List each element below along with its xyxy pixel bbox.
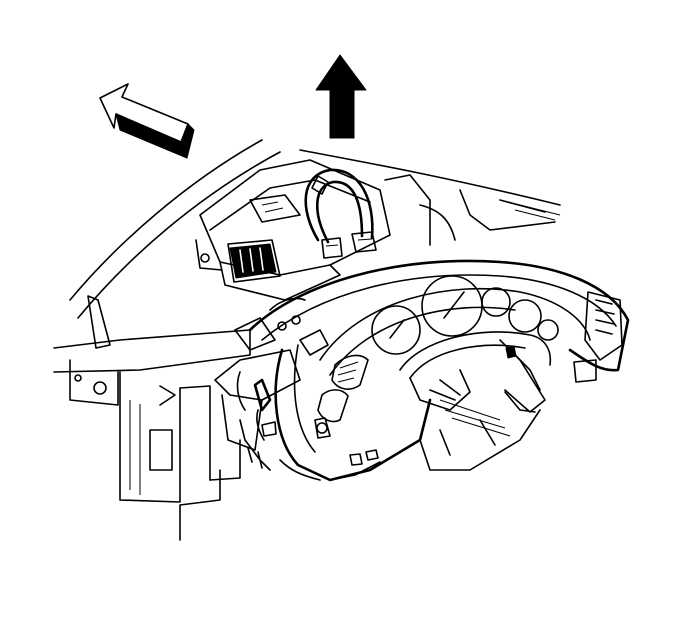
instrument-cluster xyxy=(248,259,630,482)
removal-direction-arrow-icon xyxy=(99,83,195,159)
speedometer-gauge xyxy=(421,275,483,337)
wiring-harness xyxy=(304,168,377,259)
small-gauge-3 xyxy=(537,319,559,341)
right-air-vent xyxy=(584,291,623,361)
small-gauge-2 xyxy=(508,299,542,333)
module-connector xyxy=(227,239,281,283)
lower-dash-structure xyxy=(279,391,541,481)
upper-dash-surface xyxy=(299,149,561,246)
small-gauge-1 xyxy=(481,287,511,317)
left-cluster-support xyxy=(214,297,306,471)
upward-direction-arrow-icon xyxy=(315,54,367,139)
tachometer-gauge xyxy=(371,305,421,355)
left-dash-panel xyxy=(53,139,281,541)
